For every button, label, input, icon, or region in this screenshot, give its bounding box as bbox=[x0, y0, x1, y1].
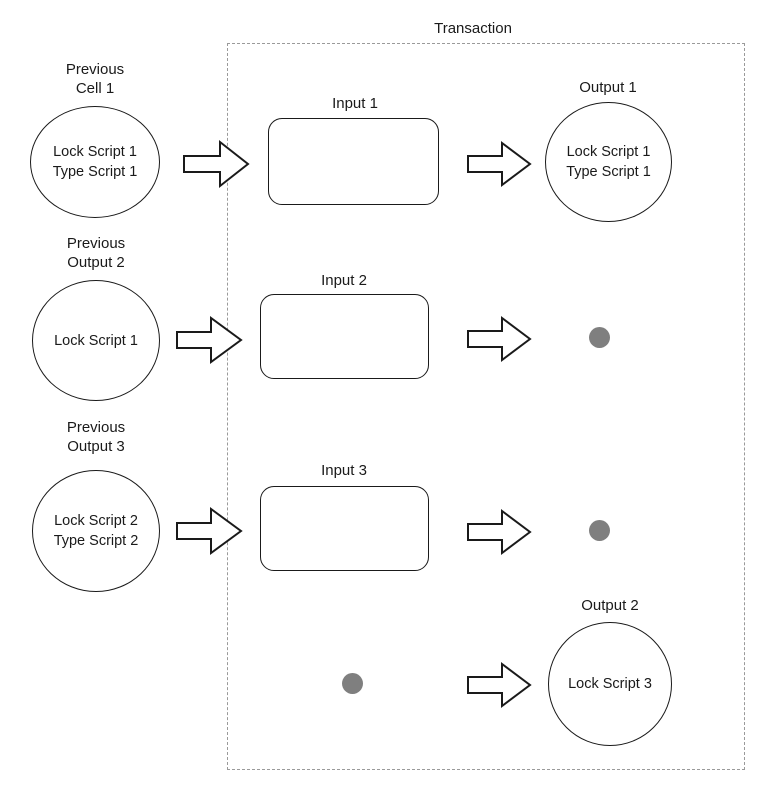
arrow-right-icon-out-3 bbox=[466, 508, 532, 556]
arrow-right-icon-in-2 bbox=[175, 315, 243, 365]
caption-output-1: Output 1 bbox=[579, 79, 637, 96]
previous-output-3-circle[interactable]: Lock Script 2 Type Script 2 bbox=[32, 470, 160, 592]
arrow-right-icon-in-3 bbox=[175, 506, 243, 556]
caption-previous-cell-1: Previous Cell 1 bbox=[65, 61, 125, 97]
arrow-right-icon-in-1 bbox=[182, 138, 250, 190]
transaction-title: Transaction bbox=[434, 20, 512, 37]
caption-output-2: Output 2 bbox=[581, 597, 639, 614]
output-1-scripts: Lock Script 1 Type Script 1 bbox=[566, 144, 651, 180]
input-3-box[interactable] bbox=[260, 486, 429, 571]
caption-previous-output-2: Previous Output 2 bbox=[66, 235, 126, 271]
previous-output-3-scripts: Lock Script 2 Type Script 2 bbox=[53, 513, 139, 549]
output-placeholder-dot-row2 bbox=[589, 327, 610, 348]
arrow-right-icon-out-4 bbox=[466, 661, 532, 709]
label-input-2: Input 2 bbox=[321, 272, 367, 289]
output-2-circle[interactable]: Lock Script 3 bbox=[548, 622, 672, 746]
output-2-scripts: Lock Script 3 bbox=[568, 676, 652, 692]
previous-cell-1-scripts: Lock Script 1 Type Script 1 bbox=[52, 144, 138, 180]
input-2-box[interactable] bbox=[260, 294, 429, 379]
arrow-right-icon-out-1 bbox=[466, 140, 532, 188]
label-input-1: Input 1 bbox=[332, 95, 378, 112]
previous-output-2-circle[interactable]: Lock Script 1 bbox=[32, 280, 160, 401]
caption-previous-output-3: Previous Output 3 bbox=[66, 419, 126, 455]
output-placeholder-dot-row3 bbox=[589, 520, 610, 541]
output-1-circle[interactable]: Lock Script 1 Type Script 1 bbox=[545, 102, 672, 222]
transaction-boundary bbox=[227, 43, 745, 770]
input-placeholder-dot-row4 bbox=[342, 673, 363, 694]
arrow-right-icon-out-2 bbox=[466, 315, 532, 363]
previous-output-2-scripts: Lock Script 1 bbox=[54, 332, 138, 349]
previous-cell-1-circle[interactable]: Lock Script 1 Type Script 1 bbox=[30, 106, 160, 218]
input-1-box[interactable] bbox=[268, 118, 439, 205]
label-input-3: Input 3 bbox=[321, 462, 367, 479]
